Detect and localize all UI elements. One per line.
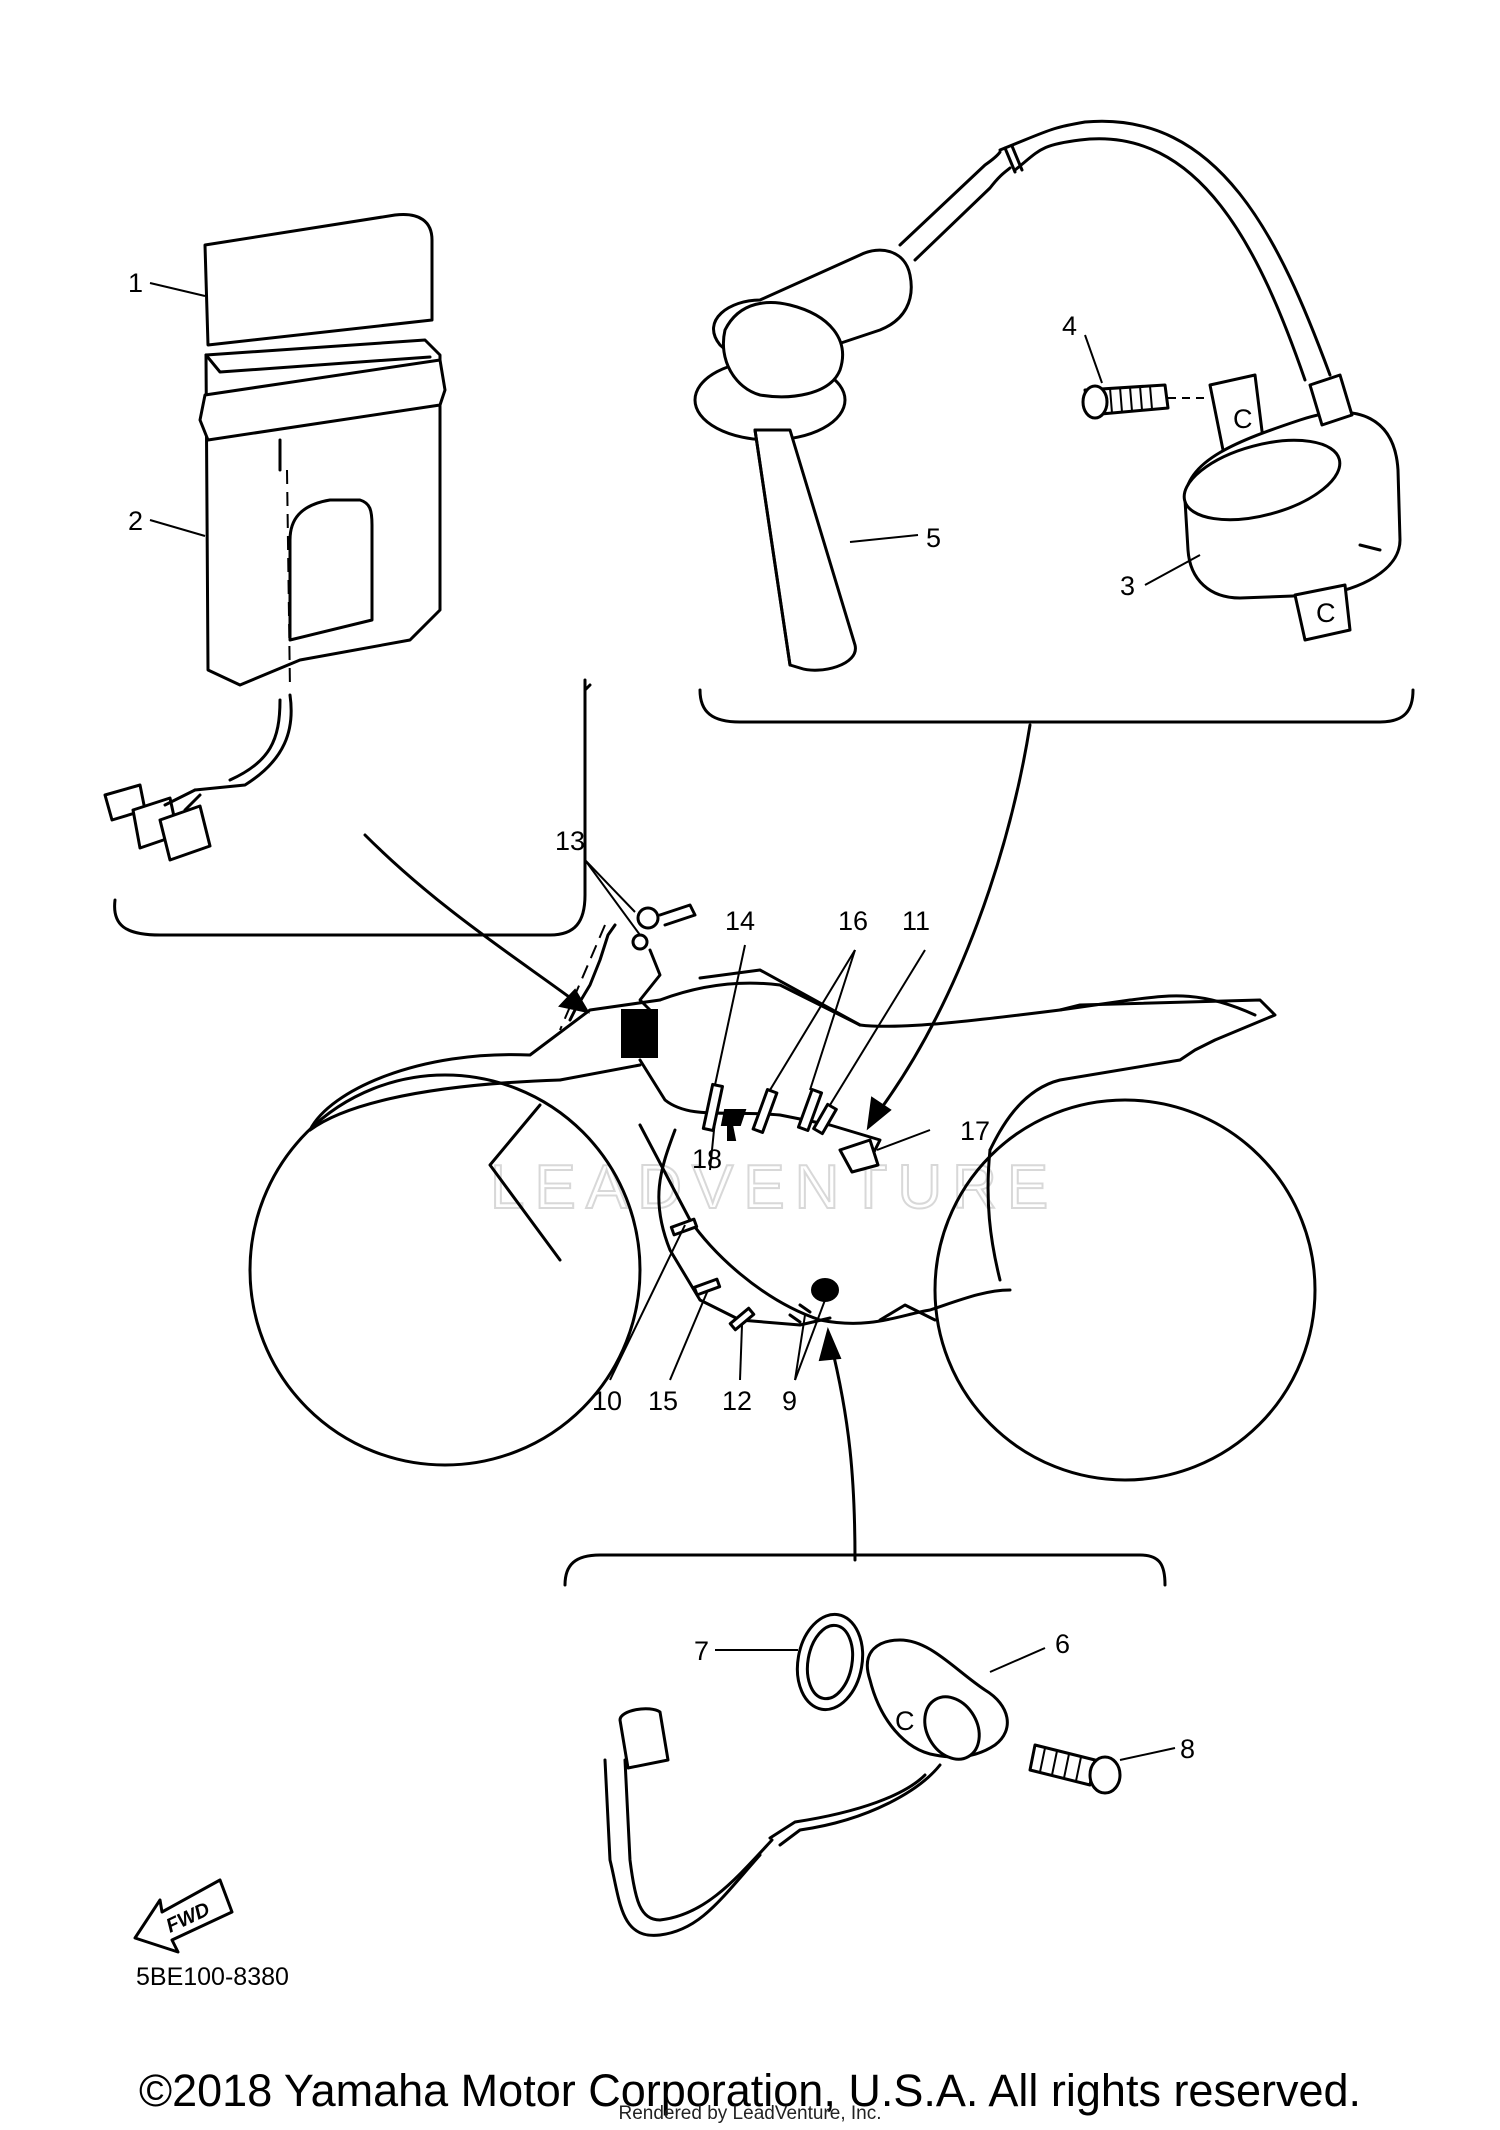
cdi-unit — [203, 212, 434, 347]
sensor-6-location — [811, 1278, 839, 1302]
callout-10: 10 — [592, 1386, 622, 1416]
arrow-cdi — [363, 833, 582, 1007]
callout-4: 4 — [1062, 311, 1077, 341]
callout-11: 11 — [902, 906, 930, 936]
sensor-connector — [618, 1707, 670, 1770]
watermark-text: LEADVENTURE — [490, 1153, 1058, 1222]
clamp-16a — [751, 1088, 779, 1134]
bracket-clip — [288, 498, 374, 642]
coil-lead-boot — [1308, 373, 1354, 427]
ignition-coil-group: C C — [693, 119, 1415, 724]
tank-outline — [658, 981, 1257, 1028]
sensor-lead — [778, 1763, 942, 1847]
cdi-unit-base — [198, 358, 447, 442]
ht-lead — [913, 166, 1012, 262]
washer-13b — [631, 933, 649, 951]
plug-cap-tube — [753, 428, 857, 672]
motorcycle-outline — [248, 968, 1317, 1482]
callout-12: 12 — [722, 1386, 752, 1416]
group-bracket-left — [113, 683, 592, 937]
callout-13: 13 — [555, 826, 585, 856]
callout-15: 15 — [648, 1386, 678, 1416]
callout-16: 16 — [838, 906, 868, 936]
clamp-16b — [796, 1087, 824, 1133]
diagram-code: 5BE100-8380 — [136, 1963, 289, 1991]
sensor-bolt — [1028, 1743, 1097, 1787]
callout-9: 9 — [782, 1386, 797, 1416]
coil-mount-tab-bottom — [1293, 583, 1352, 642]
band-11 — [812, 1102, 838, 1136]
arrow-coil — [878, 723, 1032, 1112]
harness-upper — [638, 1058, 882, 1162]
fwd-arrow-icon — [133, 1878, 234, 1954]
fwd-arrow: FWD — [133, 1878, 234, 1954]
callout-2: 2 — [128, 506, 143, 536]
clamp-12 — [728, 1306, 756, 1332]
callout-8: 8 — [1180, 1734, 1195, 1764]
callout-1: 1 — [128, 268, 143, 298]
callout-18: 18 — [692, 1144, 722, 1174]
front-fender — [308, 998, 662, 1132]
cdi-location-block — [621, 1009, 658, 1058]
leader-5 — [849, 534, 919, 543]
callout-6: 6 — [1055, 1629, 1070, 1659]
nut-13a — [636, 906, 660, 930]
callout-5: 5 — [926, 523, 941, 553]
connector-mark-c3: C — [895, 1706, 915, 1736]
cdi-wire — [193, 693, 293, 792]
callout-7: 7 — [694, 1636, 709, 1666]
connector-mark-c1: C — [1233, 404, 1253, 434]
leader-1 — [149, 282, 206, 297]
leader-8 — [1119, 1747, 1176, 1761]
harness-connector — [838, 1138, 880, 1174]
callout-17: 17 — [960, 1116, 990, 1146]
rendered-by: Rendered by LeadVenture, Inc. — [618, 2103, 882, 2124]
group-bracket-right — [698, 688, 1415, 724]
arrows — [363, 723, 1032, 1562]
callout-3: 3 — [1120, 571, 1135, 601]
cdi-connector-c — [158, 804, 212, 862]
clamp-14 — [701, 1082, 724, 1133]
front-wheel — [248, 1073, 642, 1467]
copyright-notice: ©2018 Yamaha Motor Corporation, U.S.A. A… — [138, 2065, 1362, 2116]
sensor-group: C — [563, 1553, 1176, 1937]
callout-14: 14 — [725, 906, 755, 936]
arrow-sensor — [828, 1338, 857, 1562]
center-leaders — [584, 859, 931, 1381]
callout-labels: 1 2 3 4 5 6 7 8 9 10 11 12 13 14 15 16 1… — [128, 268, 1195, 1764]
leader-4 — [1084, 334, 1103, 384]
connector-mark-c2: C — [1316, 598, 1336, 628]
seat-tail — [988, 998, 1277, 1152]
harness-lower — [657, 1128, 832, 1327]
leader-3 — [1144, 554, 1201, 586]
leader-2 — [149, 519, 206, 537]
bolt-18 — [720, 1109, 747, 1141]
leader-6 — [989, 1647, 1046, 1673]
cdi-unit-group — [103, 212, 592, 937]
wire-harness-group — [559, 903, 882, 1332]
lower-frame — [638, 1123, 1012, 1325]
rear-wheel — [933, 1098, 1317, 1482]
group-bracket-bottom — [563, 1553, 1167, 1587]
